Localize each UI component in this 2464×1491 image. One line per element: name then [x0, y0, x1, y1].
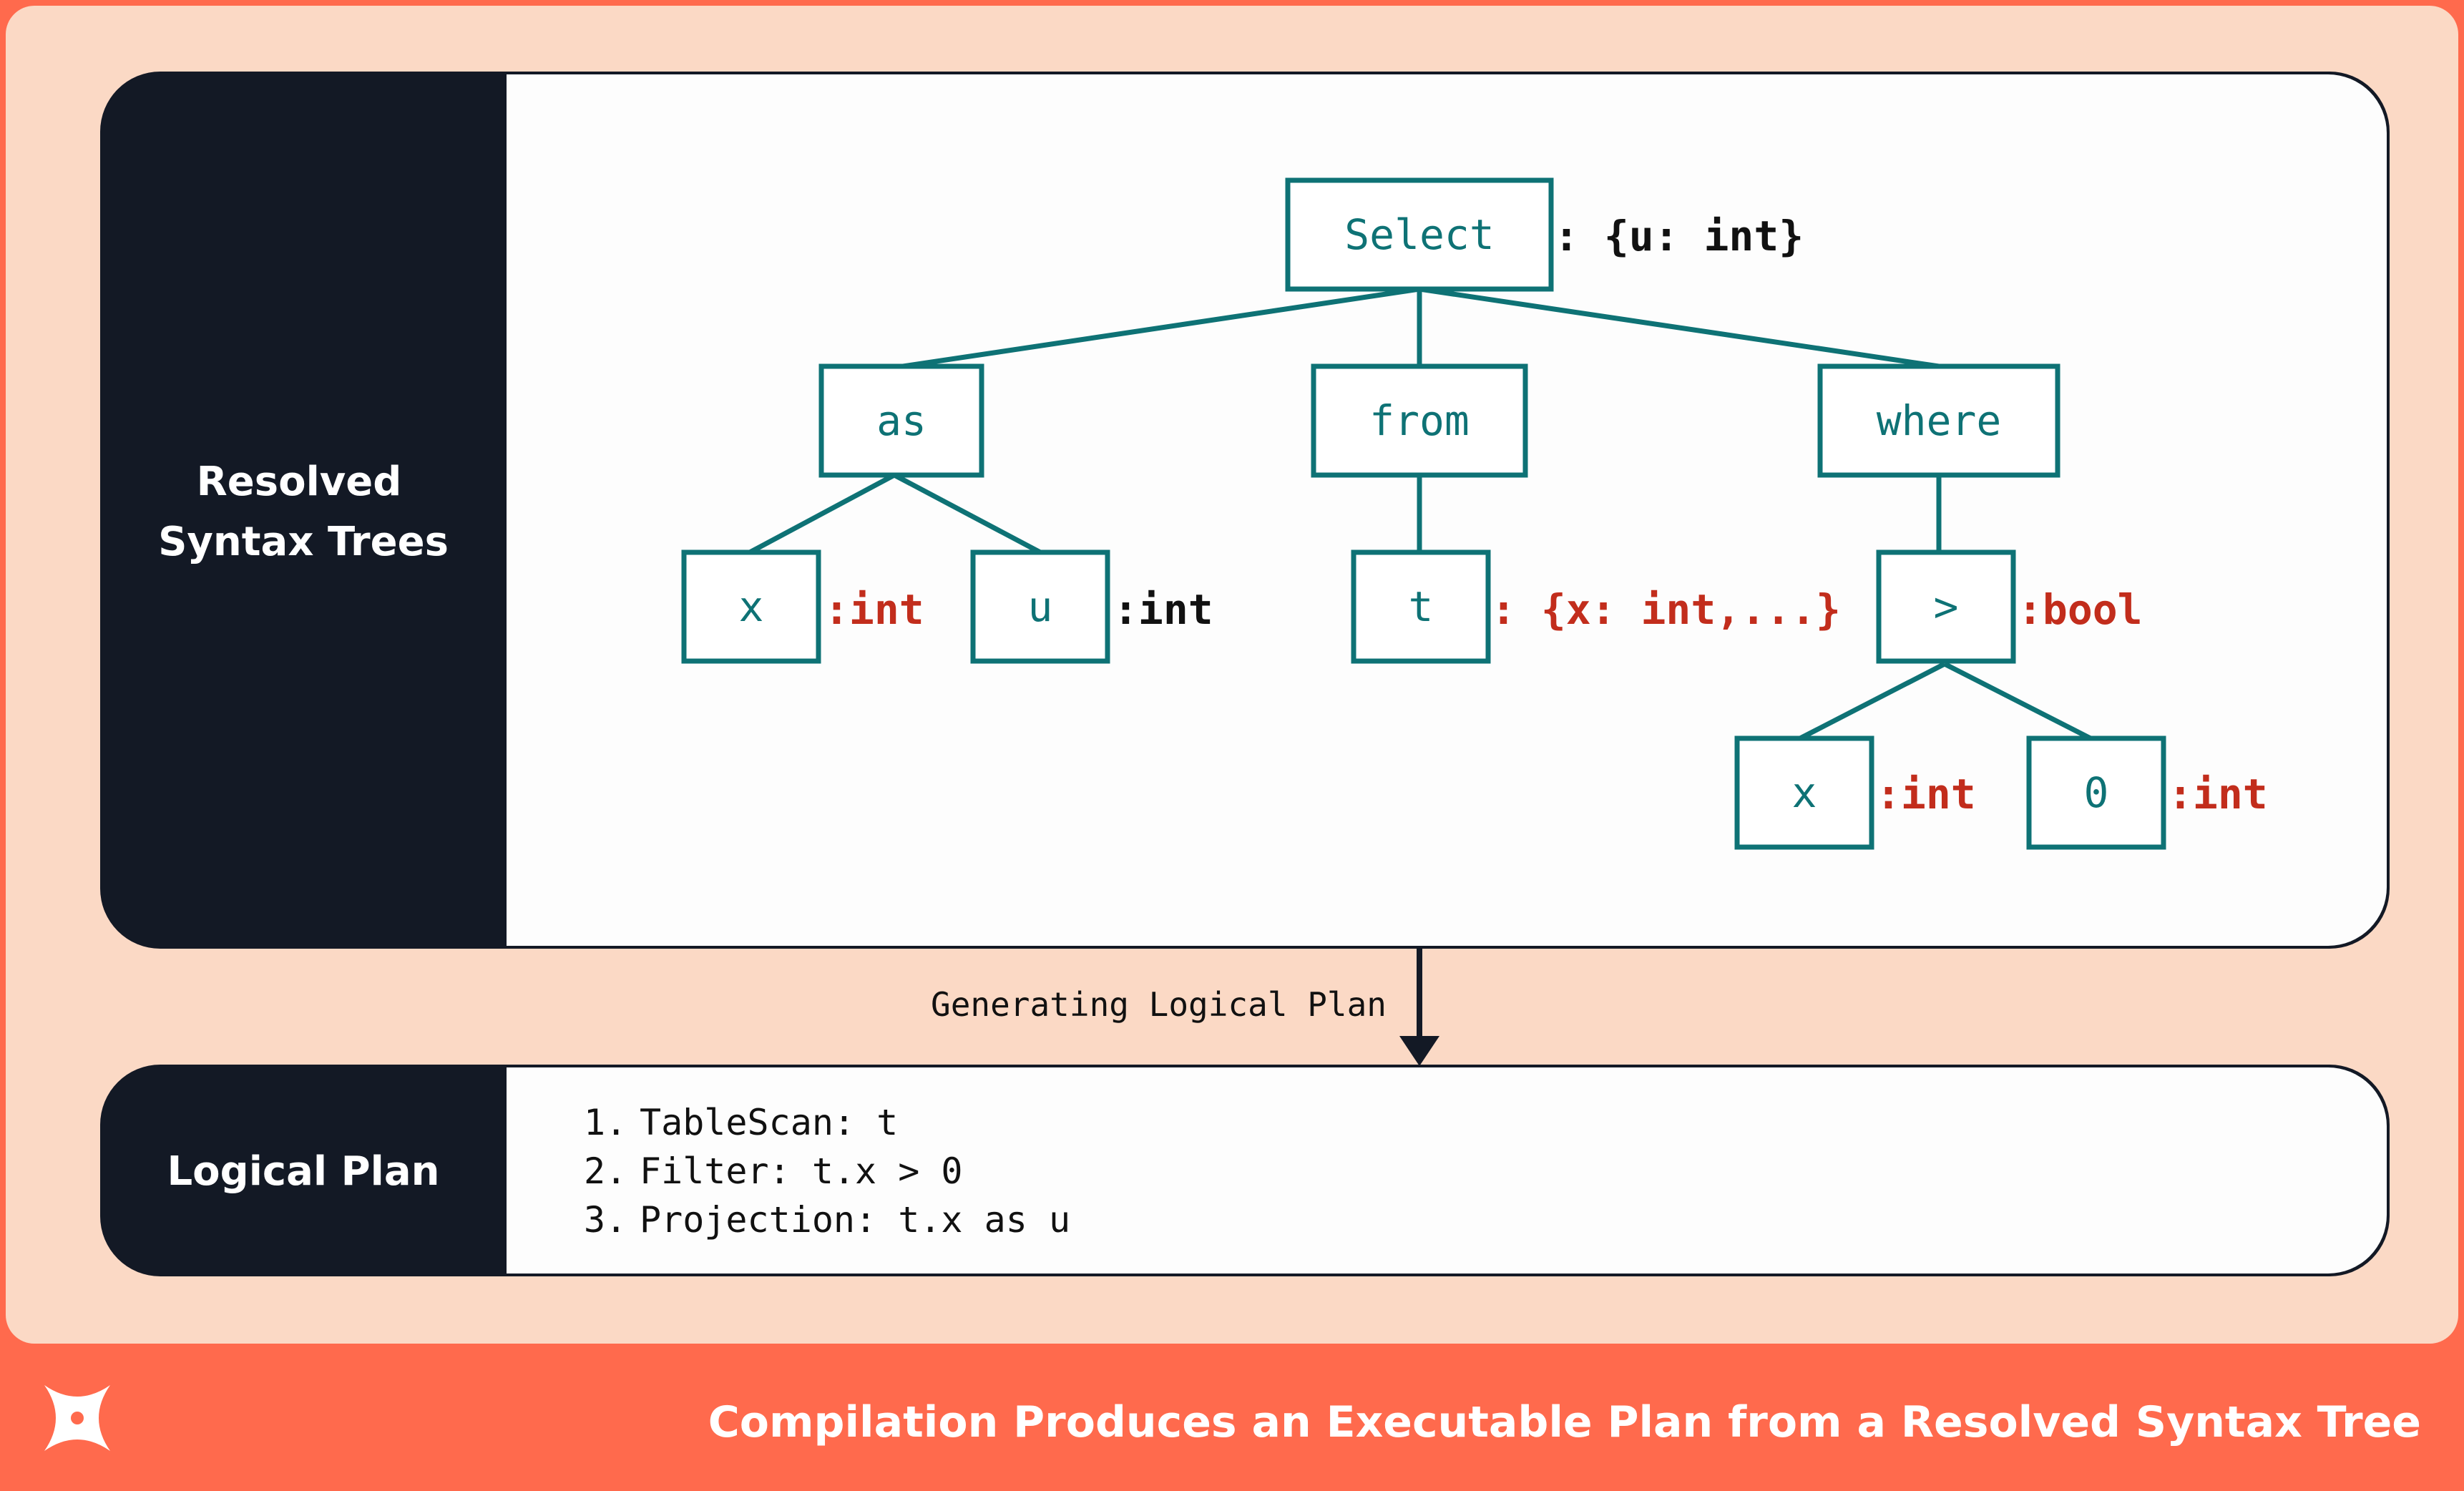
type-x: :int — [824, 585, 924, 634]
plan-item-3-num: 3. — [584, 1199, 627, 1241]
node-select-box — [1285, 177, 1554, 292]
type-u: :int — [1113, 585, 1213, 634]
node-where-label: where — [1877, 396, 2002, 445]
arrow-head — [1399, 1036, 1439, 1066]
trees-label-line2: Syntax Trees — [158, 519, 449, 565]
logical-plan-section: Logical Plan 1. TableScan: t 2. Filter: … — [100, 1065, 2390, 1276]
syntax-trees-section: Resolved Syntax Trees — [100, 72, 2390, 949]
tree-edges — [748, 286, 2092, 741]
plan-item-2-text: Filter: t.x > 0 — [640, 1150, 963, 1192]
node-u-label: u — [1028, 582, 1053, 631]
plan-item-1-num: 1. — [584, 1102, 627, 1143]
node-gt-label: > — [1934, 582, 1959, 631]
node-gt-box — [1876, 549, 2016, 664]
footer-caption: Compilation Produces an Executable Plan … — [708, 1397, 2421, 1447]
type-x2: :int — [1876, 770, 1976, 818]
trees-label-line1: Resolved — [197, 459, 402, 505]
node-as-box — [818, 363, 984, 478]
edge-select-as — [902, 286, 1420, 369]
type-annotations: : {u: int} :int :int : {x: int,...} :boo… — [824, 212, 2268, 818]
node-from-box — [1311, 363, 1528, 478]
node-where-box — [1817, 363, 2060, 478]
node-zero-box — [2026, 735, 2166, 850]
node-select-label: Select — [1344, 210, 1495, 259]
tree-node-boxes — [681, 177, 2166, 850]
plan-item-1-text: TableScan: t — [640, 1102, 898, 1143]
edge-as-x — [748, 472, 896, 555]
node-zero-label: 0 — [2084, 768, 2109, 817]
edge-gt-x — [1799, 661, 1946, 741]
plan-label: Logical Plan — [167, 1148, 439, 1195]
node-t-label: t — [1409, 582, 1434, 631]
arrow-label: Generating Logical Plan — [931, 985, 1387, 1024]
plan-panel — [507, 1067, 2387, 1274]
tree-node-labels: Select as from where x u t > x 0 — [739, 210, 2109, 817]
node-x-box — [681, 549, 821, 664]
node-from-label: from — [1369, 396, 1470, 445]
node-as-label: as — [876, 396, 927, 445]
edge-gt-zero — [1943, 661, 2092, 741]
trees-panel — [507, 74, 2387, 946]
node-t-box — [1351, 549, 1491, 664]
plan-list: 1. TableScan: t 2. Filter: t.x > 0 3. Pr… — [584, 1102, 1070, 1241]
node-x-label: x — [739, 582, 764, 631]
edge-as-u — [893, 472, 1042, 555]
generate-arrow: Generating Logical Plan — [931, 947, 1439, 1066]
node-x2-box — [1734, 735, 1874, 850]
dbt-logo-icon — [44, 1385, 110, 1451]
type-select: : {u: int} — [1554, 212, 1804, 260]
node-x2-label: x — [1792, 768, 1817, 817]
plan-item-2-num: 2. — [584, 1150, 627, 1192]
type-zero: :int — [2168, 770, 2268, 818]
node-u-box — [970, 549, 1110, 664]
footer: Compilation Produces an Executable Plan … — [44, 1385, 2421, 1451]
plan-item-3-text: Projection: t.x as u — [640, 1199, 1070, 1241]
type-t: : {x: int,...} — [1491, 585, 1841, 634]
edge-select-where — [1419, 286, 1940, 369]
type-gt: :bool — [2018, 585, 2143, 634]
